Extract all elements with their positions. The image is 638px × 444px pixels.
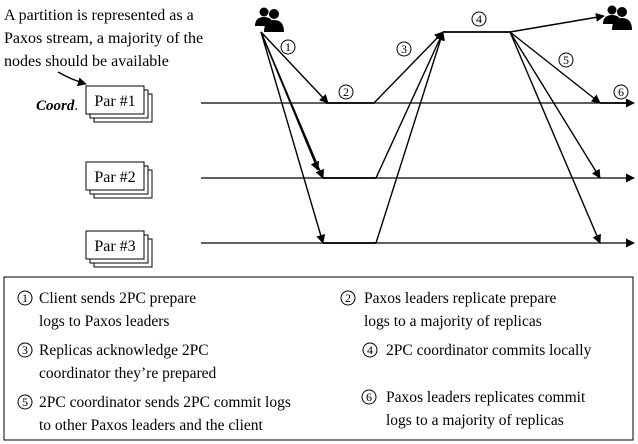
step-1-arrows [260,31,329,244]
svg-text:Replicas acknowledge 2PC: Replicas acknowledge 2PC [39,342,209,359]
step-marker-2: 2 [338,84,354,100]
legend-item-3: 3 Replicas acknowledge 2PC coordinator t… [17,342,217,382]
svg-text:logs to Paxos leaders: logs to Paxos leaders [39,313,169,330]
svg-text:to other Paxos leaders and the: to other Paxos leaders and the client [39,417,264,434]
step-marker-1: 1 [280,39,296,55]
partition-stack-2: Par #2 [85,161,153,199]
step-marker-5: 5 [558,52,574,68]
coordinator-label: Coord. [36,98,78,114]
partition-stack-3: Par #3 [85,230,153,268]
partition-label: Par #1 [94,93,135,110]
svg-text:5: 5 [563,53,569,67]
step-marker-6: 6 [613,84,629,100]
partition-stack-1: Par #1 [85,85,153,123]
svg-text:1: 1 [22,291,28,305]
client-icon [255,7,284,32]
svg-text:4: 4 [476,12,482,26]
step-marker-4: 4 [471,11,487,27]
legend-item-4: 4 2PC coordinator commits locally [362,342,592,359]
step-5-arrows [509,12,605,244]
legend-item-5: 5 2PC coordinator sends 2PC commit logs … [17,394,291,434]
intro-line-1: A partition is represented as a [4,7,194,24]
legend-item-6: 6 Paxos leaders replicates commit logs t… [361,389,586,429]
partition-label: Par #3 [94,238,135,255]
svg-text:2: 2 [345,291,351,305]
svg-text:3: 3 [401,42,407,56]
intro-line-2: Paxos stream, a majority of the [4,30,203,47]
intro-line-3: nodes should be available [4,53,169,70]
legend-item-2: 2 Paxos leaders replicate prepare logs t… [340,290,556,330]
step-3-arrows [373,31,445,244]
legend-box [3,276,634,441]
svg-text:1: 1 [285,40,291,54]
svg-text:Client sends 2PC prepare: Client sends 2PC prepare [39,290,196,307]
svg-text:2: 2 [343,85,349,99]
svg-text:2PC coordinator sends 2PC comm: 2PC coordinator sends 2PC commit logs [39,394,291,411]
svg-text:logs to a majority of replicas: logs to a majority of replicas [386,412,564,429]
svg-text:6: 6 [618,85,624,99]
svg-text:3: 3 [22,343,28,357]
svg-text:5: 5 [22,395,28,409]
svg-text:4: 4 [367,343,373,357]
svg-text:6: 6 [366,390,372,404]
partition-label: Par #2 [94,169,135,186]
intro-pointer-arrow [57,71,87,87]
step-2-replication [323,102,376,244]
legend-item-1: 1 Client sends 2PC prepare logs to Paxos… [17,290,196,330]
svg-text:logs to a majority of replicas: logs to a majority of replicas [364,313,542,330]
svg-text:2PC coordinator commits locall: 2PC coordinator commits locally [386,342,592,359]
svg-text:Paxos leaders replicates commi: Paxos leaders replicates commit [386,389,586,406]
svg-text:coordinator they’re prepared: coordinator they’re prepared [39,365,217,382]
svg-text:Paxos leaders replicate prepar: Paxos leaders replicate prepare [364,290,556,307]
step-marker-3: 3 [396,41,412,57]
client-icon [603,5,632,30]
